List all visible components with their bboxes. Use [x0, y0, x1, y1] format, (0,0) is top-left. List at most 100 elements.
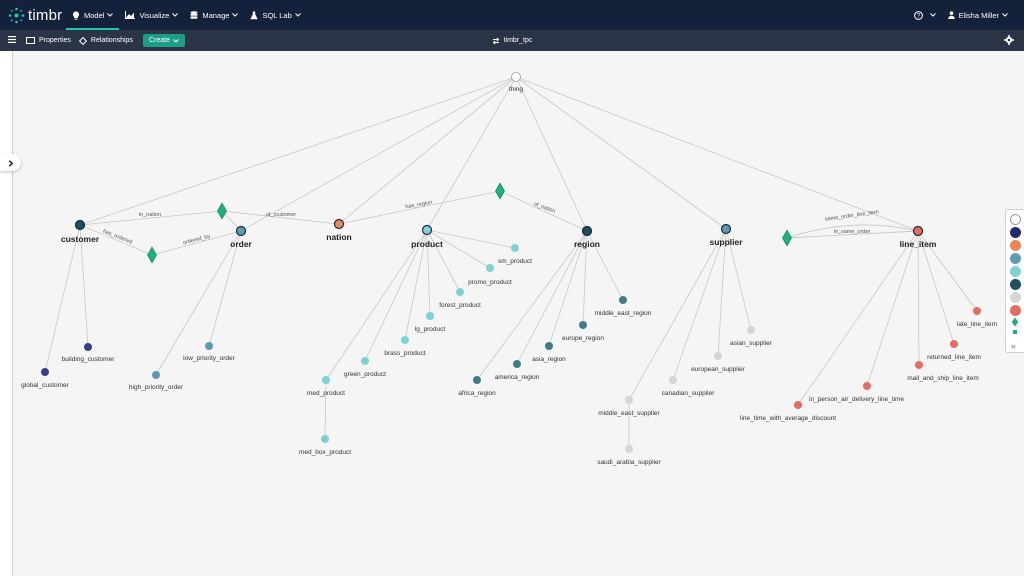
node-canadian_supplier[interactable] — [669, 376, 677, 384]
nav-visualize[interactable]: Visualize — [119, 0, 184, 30]
timbr-logo[interactable]: timbr — [8, 7, 66, 24]
node-europe_region[interactable] — [579, 321, 587, 329]
nav-model[interactable]: Model — [66, 0, 120, 30]
relation-edge-customer-d_customer_order_top — [79, 210, 223, 226]
legend-square-icon[interactable] — [1013, 330, 1017, 334]
legend-white[interactable] — [1010, 214, 1021, 225]
relationship-diamond-d_nation_region[interactable] — [495, 182, 505, 200]
node-label-forest_product: forest_product — [439, 302, 481, 309]
relation-label-in_same_order: in_same_order — [834, 229, 871, 235]
create-button[interactable]: Create — [142, 34, 185, 47]
node-brass_product[interactable] — [401, 336, 409, 344]
legend-steel-blue[interactable] — [1010, 253, 1021, 264]
node-forest_product[interactable] — [456, 288, 464, 296]
side-panel-toggle[interactable] — [0, 154, 21, 171]
legend-red[interactable] — [1010, 305, 1021, 316]
nav-manage-label: Manage — [202, 10, 230, 20]
relation-edge-nation-d_nation_region — [338, 190, 501, 225]
edge-customer-global_customer — [44, 224, 81, 373]
node-med_product[interactable] — [322, 376, 330, 384]
node-nation[interactable] — [333, 218, 345, 230]
edge-thing-customer — [79, 76, 517, 226]
chevron-down-icon — [173, 38, 179, 43]
edge-order-low_priority_order — [208, 230, 242, 347]
node-med_box_product[interactable] — [321, 435, 329, 443]
node-sm_product[interactable] — [511, 244, 519, 252]
node-asia_region[interactable] — [545, 342, 553, 350]
edge-product-forest_product — [426, 229, 461, 293]
relationship-diamond-d_customer_order_bottom[interactable] — [147, 246, 157, 264]
node-asian_supplier[interactable] — [747, 326, 755, 334]
node-late_line_item[interactable] — [973, 307, 981, 315]
user-menu[interactable]: Elisha Miller — [942, 0, 1014, 30]
nav-manage[interactable]: Manage — [184, 0, 244, 30]
relation-edge-customer-d_customer_order_bottom — [79, 224, 153, 256]
node-label-mail_and_ship_line_item: mail_and_ship_line_item — [907, 375, 979, 382]
node-label-line_time_with_average_discount: line_time_with_average_discount — [740, 415, 836, 422]
node-middle_east_region[interactable] — [619, 296, 627, 304]
top-nav: timbr Model Visualize Manage SQL Lab ? — [0, 0, 1024, 30]
node-thing[interactable] — [511, 72, 521, 82]
node-middle_east_supplier[interactable] — [625, 396, 633, 404]
database-icon — [190, 10, 198, 20]
node-line_item[interactable] — [912, 225, 924, 237]
node-label-middle_east_region: middle_east_region — [595, 310, 652, 317]
node-green_product[interactable] — [361, 357, 369, 365]
properties-button[interactable]: Properties — [26, 37, 71, 44]
node-region[interactable] — [581, 225, 593, 237]
node-line_time_with_average_discount[interactable] — [794, 401, 802, 409]
edge-line_item-mail_and_ship_line_item — [917, 230, 920, 366]
node-in_person_air_delivery_line_time[interactable] — [863, 382, 871, 390]
node-america_region[interactable] — [513, 360, 521, 368]
logo-icon — [8, 7, 25, 23]
edge-region-europe_region — [582, 230, 588, 326]
node-product[interactable] — [421, 224, 433, 236]
help-menu[interactable]: ? — [908, 0, 942, 30]
hamburger-menu[interactable] — [8, 36, 16, 45]
node-label-line_item: line_item — [900, 239, 937, 249]
node-returned_line_item[interactable] — [950, 340, 958, 348]
node-label-asian_supplier: asian_supplier — [730, 340, 773, 347]
node-label-region: region — [574, 239, 600, 249]
legend-dark-navy[interactable] — [1010, 227, 1021, 238]
node-order[interactable] — [235, 225, 247, 237]
node-lg_product[interactable] — [426, 312, 434, 320]
node-africa_region[interactable] — [473, 376, 481, 384]
node-mail_and_ship_line_item[interactable] — [915, 361, 923, 369]
node-label-order: order — [230, 239, 252, 249]
relationship-diamond-d_line_item_self[interactable] — [782, 229, 792, 247]
node-saudi_arabia_supplier[interactable] — [625, 445, 633, 453]
node-global_customer[interactable] — [41, 368, 49, 376]
node-european_supplier[interactable] — [714, 352, 722, 360]
node-high_priority_order[interactable] — [152, 371, 160, 379]
settings-button[interactable] — [1004, 35, 1014, 47]
relation-label-in_nation: in_nation — [139, 212, 161, 218]
legend-light-teal[interactable] — [1010, 266, 1021, 277]
relation-edge-d_line_item_self-line_item — [786, 230, 919, 239]
node-promo_product[interactable] — [486, 264, 494, 272]
relationships-button[interactable]: Relationships — [78, 36, 133, 45]
chevron-right-icon — [8, 154, 14, 172]
properties-icon — [26, 37, 35, 44]
edge-thing-supplier — [515, 76, 727, 230]
legend-collapse-button[interactable]: « — [1011, 341, 1017, 351]
nav-sql-lab[interactable]: SQL Lab — [244, 0, 306, 30]
legend-dark-teal[interactable] — [1010, 279, 1021, 290]
sub-toolbar: Properties Relationships Create timbr_tp… — [0, 30, 1024, 51]
node-building_customer[interactable] — [84, 343, 92, 351]
legend-light-gray[interactable] — [1010, 292, 1021, 303]
switch-ontology-icon[interactable] — [492, 37, 500, 45]
node-low_priority_order[interactable] — [205, 342, 213, 350]
user-name: Elisha Miller — [958, 10, 999, 20]
node-supplier[interactable] — [720, 223, 732, 235]
relationship-diamond-d_customer_order_top[interactable] — [217, 202, 227, 220]
node-label-late_line_item: late_line_item — [957, 321, 997, 328]
legend-diamond-icon[interactable] — [1011, 317, 1019, 327]
node-label-america_region: america_region — [495, 374, 540, 381]
legend-orange[interactable] — [1010, 240, 1021, 251]
node-label-supplier: supplier — [709, 237, 743, 247]
chevron-down-icon — [172, 13, 179, 17]
node-customer[interactable] — [74, 219, 86, 231]
brand-name: timbr — [28, 6, 63, 24]
